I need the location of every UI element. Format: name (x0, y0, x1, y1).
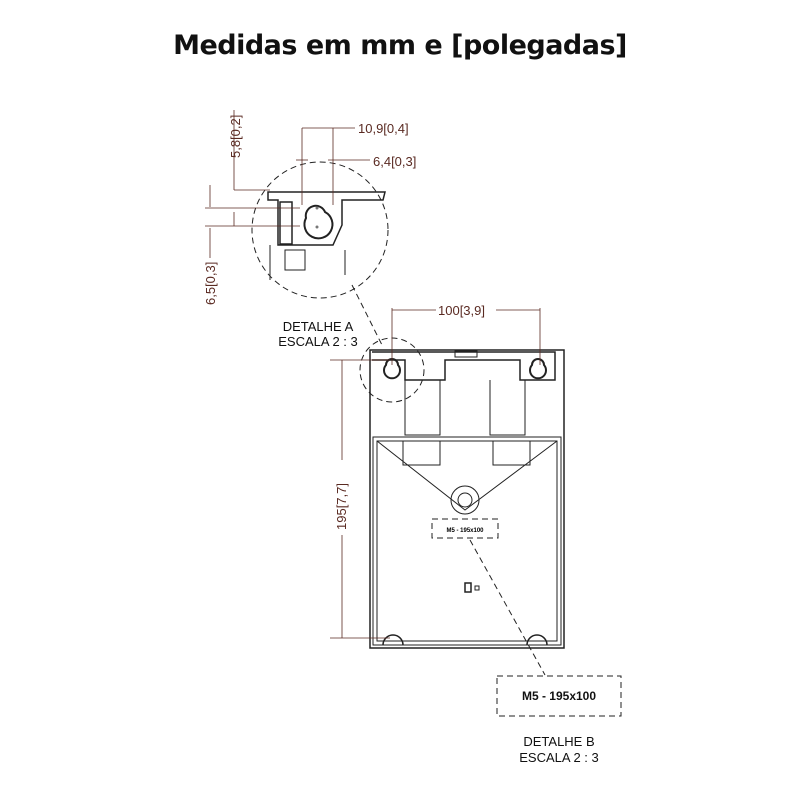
dimension-width: 100[3,9] (438, 303, 485, 318)
detail-a-dimensions: 10,9[0,4] 6,4[0,3] 5,8[0,2] 6,5[0,3] (203, 110, 416, 305)
detail-a-scale: ESCALA 2 : 3 (278, 334, 358, 349)
detail-a-view (251, 161, 389, 346)
page-title: Medidas em mm e [polegadas] (173, 30, 627, 61)
detail-b-view: M5 - 195x100 (496, 675, 622, 717)
detail-b-plate-text: M5 - 195x100 (522, 689, 596, 703)
detail-b-label: DETALHE B (523, 734, 594, 749)
main-dimensions: 100[3,9] 195[7,7] (330, 303, 541, 639)
dimension-6-4: 6,4[0,3] (373, 154, 416, 169)
detail-b-scale: ESCALA 2 : 3 (519, 750, 599, 765)
main-view: M5 - 195x100 (359, 337, 565, 676)
body-plate-text: M5 - 195x100 (446, 528, 484, 534)
dimension-height: 195[7,7] (334, 483, 349, 530)
dimension-6-5: 6,5[0,3] (203, 262, 218, 305)
dimension-10-9: 10,9[0,4] (358, 121, 409, 136)
detail-a-label: DETALHE A (283, 319, 354, 334)
dimension-5-8: 5,8[0,2] (228, 115, 243, 158)
